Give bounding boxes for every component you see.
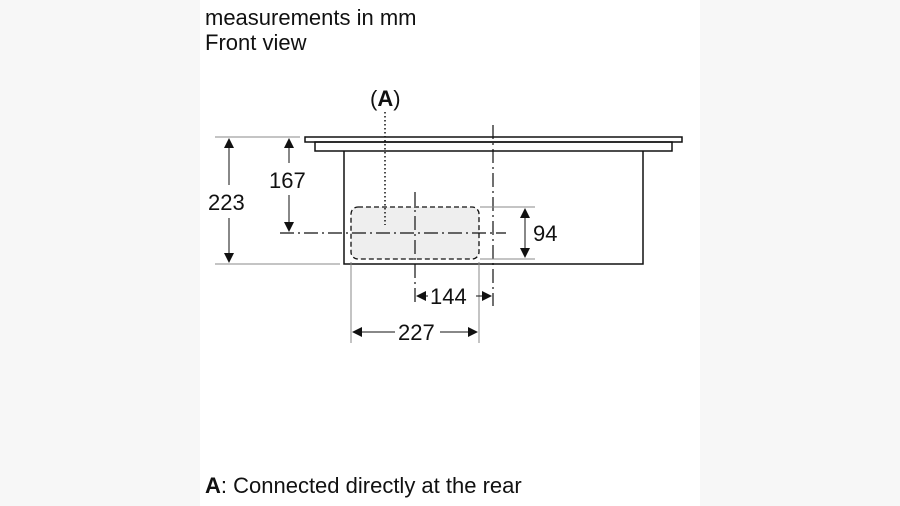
dim-label-144: 144 — [430, 284, 467, 309]
measurement-units-label: measurements in mm — [205, 5, 417, 30]
dim-label-167: 167 — [269, 168, 306, 193]
view-label: Front view — [205, 30, 307, 55]
callout-label: (A) — [370, 86, 401, 111]
dim-label-94: 94 — [533, 221, 557, 246]
footnote-text: : Connected directly at the rear — [220, 473, 522, 498]
connection-area — [350, 206, 480, 260]
dim-label-227: 227 — [398, 320, 435, 345]
dim-label-223: 223 — [208, 190, 245, 215]
footnote-letter: A — [205, 473, 221, 498]
extension-lines — [215, 136, 535, 343]
footnote: A: Connected directly at the rear — [205, 474, 522, 498]
